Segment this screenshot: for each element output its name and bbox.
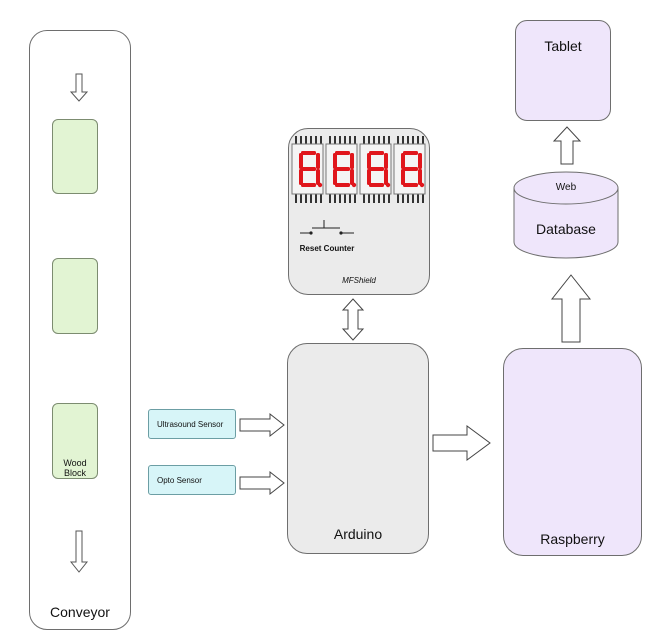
seven-segment-digit bbox=[359, 136, 392, 203]
database-to-tablet-arrow bbox=[552, 126, 582, 165]
wood-block bbox=[52, 403, 98, 479]
wood-block-label: Wood Block bbox=[63, 458, 87, 478]
opto-sensor: Opto Sensor bbox=[148, 465, 236, 495]
opto-sensor-label: Opto Sensor bbox=[157, 475, 202, 485]
wood-block bbox=[52, 258, 98, 334]
conveyor-label: Conveyor bbox=[50, 604, 110, 620]
seven-segment-display bbox=[291, 136, 426, 203]
conveyor-down-arrow-bottom bbox=[69, 530, 89, 573]
arduino-board bbox=[287, 343, 429, 554]
tablet-device bbox=[515, 20, 611, 121]
database-cylinder bbox=[513, 171, 619, 259]
reset-counter-label: Reset Counter bbox=[299, 244, 355, 253]
opto-to-arduino-arrow bbox=[239, 470, 285, 496]
seven-segment-digit bbox=[291, 136, 324, 203]
wood-block bbox=[52, 119, 98, 194]
ultrasound-sensor-label: Ultrasound Sensor bbox=[157, 419, 224, 429]
ultrasound-to-arduino-arrow bbox=[239, 412, 285, 438]
ultrasound-sensor: Ultrasound Sensor bbox=[148, 409, 236, 439]
reset-button-icon bbox=[300, 220, 354, 235]
arduino-to-raspberry-arrow bbox=[432, 425, 491, 461]
database-web-label: Web bbox=[555, 182, 577, 193]
raspberry-to-database-arrow bbox=[550, 274, 592, 343]
database-label: Database bbox=[536, 221, 596, 237]
seven-segment-digit bbox=[325, 136, 358, 203]
mf-shield-label: MFShield bbox=[342, 276, 376, 285]
arduino-label: Arduino bbox=[333, 526, 383, 542]
conveyor-down-arrow-top bbox=[69, 73, 89, 102]
raspberry-pi-box bbox=[503, 348, 642, 556]
seven-segment-digit bbox=[393, 136, 426, 203]
raspberry-label: Raspberry bbox=[540, 531, 605, 547]
shield-arduino-double-arrow bbox=[341, 298, 365, 341]
tablet-label: Tablet bbox=[544, 38, 582, 54]
